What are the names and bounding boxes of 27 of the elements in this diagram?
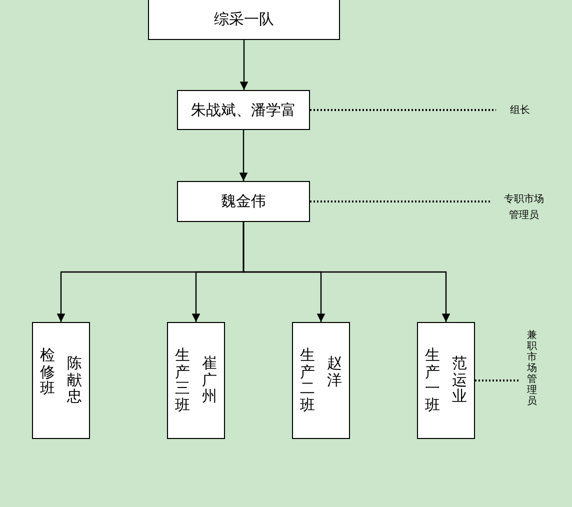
name-box xyxy=(177,90,310,130)
role-label: 组长 xyxy=(509,104,531,118)
name-box xyxy=(177,181,310,222)
leader-name: 赵洋 xyxy=(327,355,342,390)
box-text: 综采一队 xyxy=(214,8,274,30)
team-box xyxy=(167,322,225,439)
leader-line xyxy=(475,380,520,382)
arrow xyxy=(239,130,248,181)
team-name: 生产三班 xyxy=(175,347,190,416)
leader-line xyxy=(310,200,490,202)
role-label: 兼职市场管理员 xyxy=(527,330,537,409)
box-text: 魏金伟 xyxy=(221,191,266,212)
role-label: 专职市场管理员 xyxy=(503,192,545,223)
leader-name: 范运业 xyxy=(452,355,467,407)
team-box xyxy=(32,322,90,439)
name-box xyxy=(148,0,340,40)
arrow xyxy=(240,40,248,90)
leader-name: 崔广州 xyxy=(202,355,217,407)
team-box xyxy=(417,322,475,439)
leader-line xyxy=(310,109,496,111)
team-name: 检修班 xyxy=(40,347,55,399)
leader-name: 陈献忠 xyxy=(67,355,82,407)
arrow xyxy=(242,222,450,322)
team-box xyxy=(292,322,350,439)
box-text: 朱战斌、潘学富 xyxy=(191,100,296,121)
team-name: 生产二班 xyxy=(300,347,315,416)
team-name: 生产一班 xyxy=(425,347,440,416)
